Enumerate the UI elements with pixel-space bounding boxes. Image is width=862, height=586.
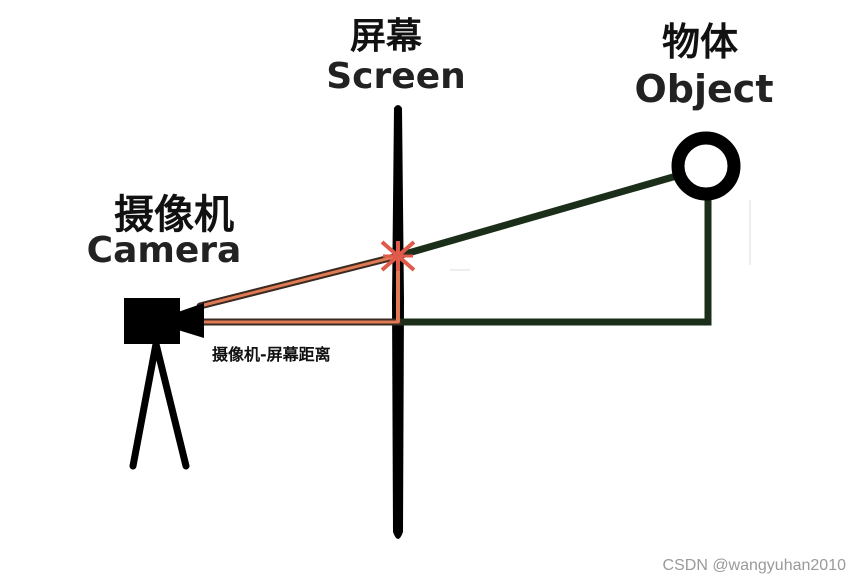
object-ray — [394, 171, 684, 260]
screen-label-en: Screen — [326, 56, 465, 97]
camera-ray — [198, 254, 400, 308]
csdn-watermark: CSDN @wangyuhan2010 — [663, 557, 847, 574]
object-ring — [671, 131, 741, 201]
screen-label-cn: 屏幕 — [350, 16, 423, 57]
camera-screen-distance-label: 摄像机-屏幕距离 — [212, 345, 331, 364]
object-label-en: Object — [635, 67, 774, 111]
camera-label-en: Camera — [87, 230, 242, 271]
camera-icon — [124, 298, 204, 470]
object-label-cn: 物体 — [662, 20, 738, 64]
camera-label-cn: 摄像机 — [114, 192, 234, 238]
intersection-marker — [380, 240, 416, 272]
